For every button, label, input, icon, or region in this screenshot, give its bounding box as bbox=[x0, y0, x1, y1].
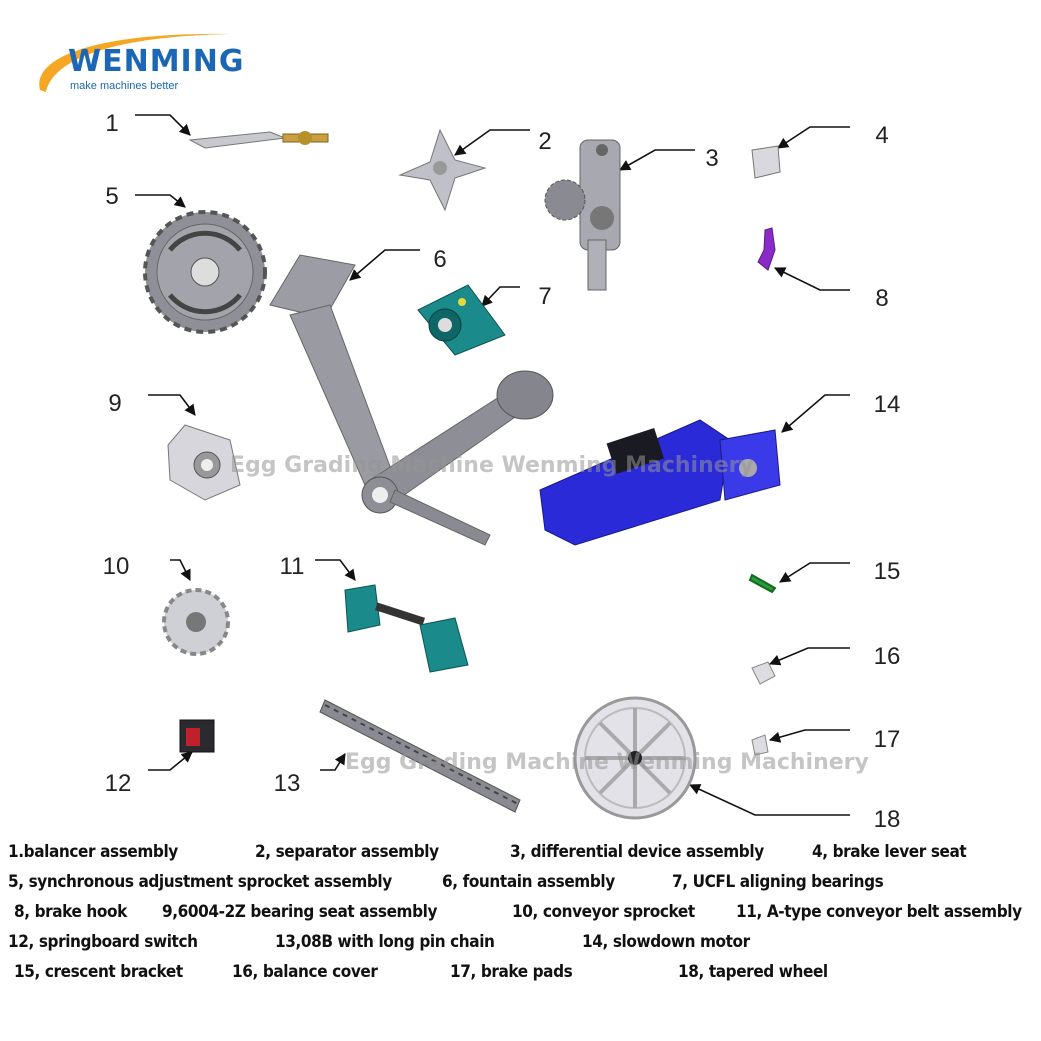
legend-item-11: 11, A-type conveyor belt assembly bbox=[736, 902, 1022, 922]
part-number-12: 12 bbox=[104, 770, 132, 797]
legend-item-1: 1.balancer assembly bbox=[8, 842, 178, 862]
part-12-springboard-switch bbox=[179, 719, 215, 753]
part-7-ucfl-bearing bbox=[417, 284, 506, 356]
legend-item-5: 5, synchronous adjustment sprocket assem… bbox=[8, 872, 392, 892]
part-4-brake-lever-seat bbox=[751, 145, 781, 179]
legend-item-10: 10, conveyor sprocket bbox=[512, 902, 695, 922]
legend-item-7: 7, UCFL aligning bearings bbox=[672, 872, 884, 892]
watermark: Egg Grading Machine Wenming Machinery bbox=[345, 750, 869, 775]
legend-item-18: 18, tapered wheel bbox=[678, 962, 828, 982]
part-number-8: 8 bbox=[875, 285, 889, 312]
legend-item-8: 8, brake hook bbox=[14, 902, 127, 922]
part-17-brake-pads bbox=[751, 734, 769, 756]
legend-item-2: 2, separator assembly bbox=[255, 842, 439, 862]
legend-item-13: 13,08B with long pin chain bbox=[275, 932, 495, 952]
part-number-17: 17 bbox=[873, 726, 901, 753]
legend-item-12: 12, springboard switch bbox=[8, 932, 198, 952]
part-9-bearing-seat bbox=[167, 424, 241, 501]
legend-item-16: 16, balance cover bbox=[232, 962, 378, 982]
part-number-18: 18 bbox=[873, 806, 901, 833]
part-15-crescent-bracket bbox=[748, 573, 777, 594]
part-number-3: 3 bbox=[705, 145, 719, 172]
part-18-tapered-wheel bbox=[573, 696, 697, 820]
part-number-15: 15 bbox=[873, 558, 901, 585]
part-6-fountain bbox=[269, 254, 554, 546]
logo-swoosh-icon bbox=[39, 33, 232, 92]
legend-item-9: 9,6004-2Z bearing seat assembly bbox=[162, 902, 438, 922]
logo-tagline: make machines better bbox=[70, 80, 179, 92]
part-number-2: 2 bbox=[538, 128, 552, 155]
part-8-brake-hook bbox=[757, 227, 776, 271]
legend-item-14: 14, slowdown motor bbox=[582, 932, 750, 952]
part-number-14: 14 bbox=[873, 391, 901, 418]
parts-illustration bbox=[135, 114, 850, 820]
part-number-9: 9 bbox=[108, 390, 122, 417]
part-number-10: 10 bbox=[102, 553, 130, 580]
part-1-balancer bbox=[188, 131, 329, 149]
part-3-differential bbox=[544, 139, 621, 291]
part-number-11: 11 bbox=[279, 553, 305, 580]
part-number-13: 13 bbox=[273, 770, 301, 797]
part-11-conveyor-belt bbox=[344, 584, 469, 673]
part-number-5: 5 bbox=[105, 183, 119, 210]
legend-item-6: 6, fountain assembly bbox=[442, 872, 615, 892]
part-13-pin-chain bbox=[319, 699, 521, 813]
legend-item-15: 15, crescent bracket bbox=[14, 962, 183, 982]
part-10-conveyor-sprocket bbox=[162, 588, 230, 656]
part-16-balance-cover bbox=[751, 661, 776, 685]
part-number-7: 7 bbox=[538, 283, 552, 310]
watermark: Egg Grading Machine Wenming Machinery bbox=[230, 453, 754, 478]
part-number-1: 1 bbox=[105, 110, 119, 137]
part-14-slowdown-motor bbox=[539, 419, 781, 546]
legend-item-3: 3, differential device assembly bbox=[510, 842, 764, 862]
part-2-separator bbox=[398, 128, 487, 212]
part-number-4: 4 bbox=[875, 122, 889, 149]
leader-lines bbox=[135, 114, 850, 816]
part-number-16: 16 bbox=[873, 643, 901, 670]
legend-item-17: 17, brake pads bbox=[450, 962, 573, 982]
part-5-sprocket bbox=[143, 210, 267, 334]
logo-brand: WENMING bbox=[68, 44, 245, 79]
part-number-6: 6 bbox=[433, 246, 447, 273]
legend-item-4: 4, brake lever seat bbox=[812, 842, 967, 862]
